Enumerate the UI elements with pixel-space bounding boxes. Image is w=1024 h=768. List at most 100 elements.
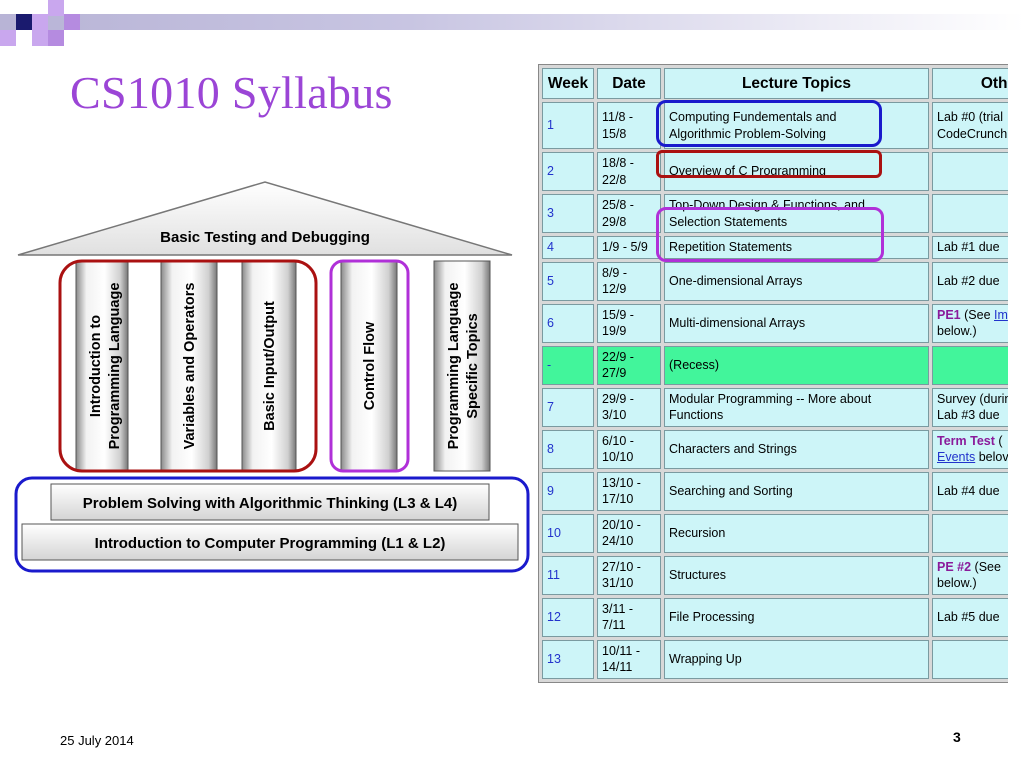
other-cell xyxy=(932,639,1008,679)
table-row: 5 8/9 -12/9 One-dimensional Arrays Lab #… xyxy=(542,261,1008,301)
other-cell: Lab #1 due xyxy=(932,236,1008,259)
date-cell: 10/11 -14/11 xyxy=(597,639,661,679)
topic-cell: Searching and Sorting xyxy=(664,471,929,511)
highlight-purple-column xyxy=(329,259,410,473)
decor-square xyxy=(64,14,80,30)
other-cell xyxy=(932,152,1008,191)
date-cell: 3/11 -7/11 xyxy=(597,597,661,637)
date-cell: 1/9 - 5/9 xyxy=(597,236,661,259)
table-row: 13 10/11 -14/11 Wrapping Up xyxy=(542,639,1008,679)
week-cell: 10 xyxy=(542,513,594,553)
date-cell: 29/9 -3/10 xyxy=(597,387,661,427)
column-io xyxy=(241,260,297,472)
table-row: 10 20/10 -24/10 Recursion xyxy=(542,513,1008,553)
header-date: Date xyxy=(597,68,661,99)
week-cell: 7 xyxy=(542,387,594,427)
date-cell: 6/10 -10/10 xyxy=(597,429,661,469)
other-cell xyxy=(932,513,1008,553)
column-specific xyxy=(433,260,491,472)
header-bar xyxy=(0,14,1024,30)
week-cell: 1 xyxy=(542,102,594,149)
table-header-row: Week Date Lecture Topics Other xyxy=(542,68,1008,99)
topic-cell: Recursion xyxy=(664,513,929,553)
date-cell: 20/10 -24/10 xyxy=(597,513,661,553)
decor-square xyxy=(48,30,64,46)
table-row-recess: - 22/9 -27/9 (Recess) xyxy=(542,345,1008,385)
decor-square xyxy=(48,0,64,16)
week-cell: 9 xyxy=(542,471,594,511)
week-cell: 3 xyxy=(542,194,594,233)
column-intro-label-1: Introduction to xyxy=(88,315,104,417)
slide-title: CS1010 Syllabus xyxy=(70,67,393,118)
table-row: 12 3/11 -7/11 File Processing Lab #5 due xyxy=(542,597,1008,637)
schedule-table: Week Date Lecture Topics Other 1 11/8 -1… xyxy=(538,64,1008,683)
other-cell xyxy=(932,194,1008,233)
column-variables xyxy=(160,260,218,472)
table-row: 3 25/8 -29/8 Top-Down Design & Functions… xyxy=(542,194,1008,233)
events-link[interactable]: Events xyxy=(937,450,976,464)
roof xyxy=(17,181,513,256)
week-cell: 13 xyxy=(542,639,594,679)
topic-cell: Wrapping Up xyxy=(664,639,929,679)
table-row: 7 29/9 -3/10 Modular Programming -- More… xyxy=(542,387,1008,427)
header-other: Other xyxy=(932,68,1008,99)
schedule-table-container: Week Date Lecture Topics Other 1 11/8 -1… xyxy=(538,64,1008,711)
topic-cell: Overview of C Programming xyxy=(664,152,929,191)
date-cell: 22/9 -27/9 xyxy=(597,345,661,385)
column-intro-label-2: Programming Language xyxy=(107,283,123,450)
footer-date: 25 July 2014 xyxy=(60,733,134,748)
topic-cell: Structures xyxy=(664,555,929,595)
other-cell: Term Test (Events belov xyxy=(932,429,1008,469)
column-io-label: Basic Input/Output xyxy=(262,301,278,431)
column-control-flow-label: Control Flow xyxy=(362,321,378,410)
week-cell: 2 xyxy=(542,152,594,191)
syllabus-diagram: Basic Testing and Debugging Introduction… xyxy=(14,181,530,573)
column-control-flow xyxy=(340,260,398,472)
table-row: 4 1/9 - 5/9 Repetition Statements Lab #1… xyxy=(542,236,1008,259)
table-row: 9 13/10 -17/10 Searching and Sorting Lab… xyxy=(542,471,1008,511)
decor-square xyxy=(32,30,48,46)
date-cell: 8/9 -12/9 xyxy=(597,261,661,301)
roof-label: Basic Testing and Debugging xyxy=(160,229,370,246)
base-lower-step xyxy=(21,523,519,561)
highlight-blue-base xyxy=(14,476,530,573)
decor-square xyxy=(16,14,32,30)
table-row: 2 18/8 -22/8 Overview of C Programming xyxy=(542,152,1008,191)
topic-cell: File Processing xyxy=(664,597,929,637)
column-specific-label-1: Programming Language xyxy=(446,283,462,450)
base-lower-label: Introduction to Computer Programming (L1… xyxy=(95,535,446,552)
week-cell: 11 xyxy=(542,555,594,595)
week-cell: 5 xyxy=(542,261,594,301)
page-number: 3 xyxy=(953,729,961,745)
topic-cell: Characters and Strings xyxy=(664,429,929,469)
week-cell: 12 xyxy=(542,597,594,637)
date-cell: 25/8 -29/8 xyxy=(597,194,661,233)
column-intro xyxy=(75,260,129,472)
week-cell: 6 xyxy=(542,303,594,343)
base-upper-label: Problem Solving with Algorithmic Thinkin… xyxy=(83,495,457,512)
table-row: 8 6/10 -10/10 Characters and Strings Ter… xyxy=(542,429,1008,469)
date-cell: 13/10 -17/10 xyxy=(597,471,661,511)
topic-cell: One-dimensional Arrays xyxy=(664,261,929,301)
header-topics: Lecture Topics xyxy=(664,68,929,99)
week-cell: 4 xyxy=(542,236,594,259)
column-variables-label: Variables and Operators xyxy=(182,283,198,450)
base-upper-step xyxy=(50,483,490,521)
date-cell: 27/10 -31/10 xyxy=(597,555,661,595)
other-cell: Lab #5 due xyxy=(932,597,1008,637)
week-cell: - xyxy=(542,345,594,385)
table-row: 6 15/9 -19/9 Multi-dimensional Arrays PE… xyxy=(542,303,1008,343)
impt-link[interactable]: Im xyxy=(994,307,1008,322)
highlight-red-columns xyxy=(58,259,318,473)
other-cell: Lab #4 due xyxy=(932,471,1008,511)
header-week: Week xyxy=(542,68,594,99)
